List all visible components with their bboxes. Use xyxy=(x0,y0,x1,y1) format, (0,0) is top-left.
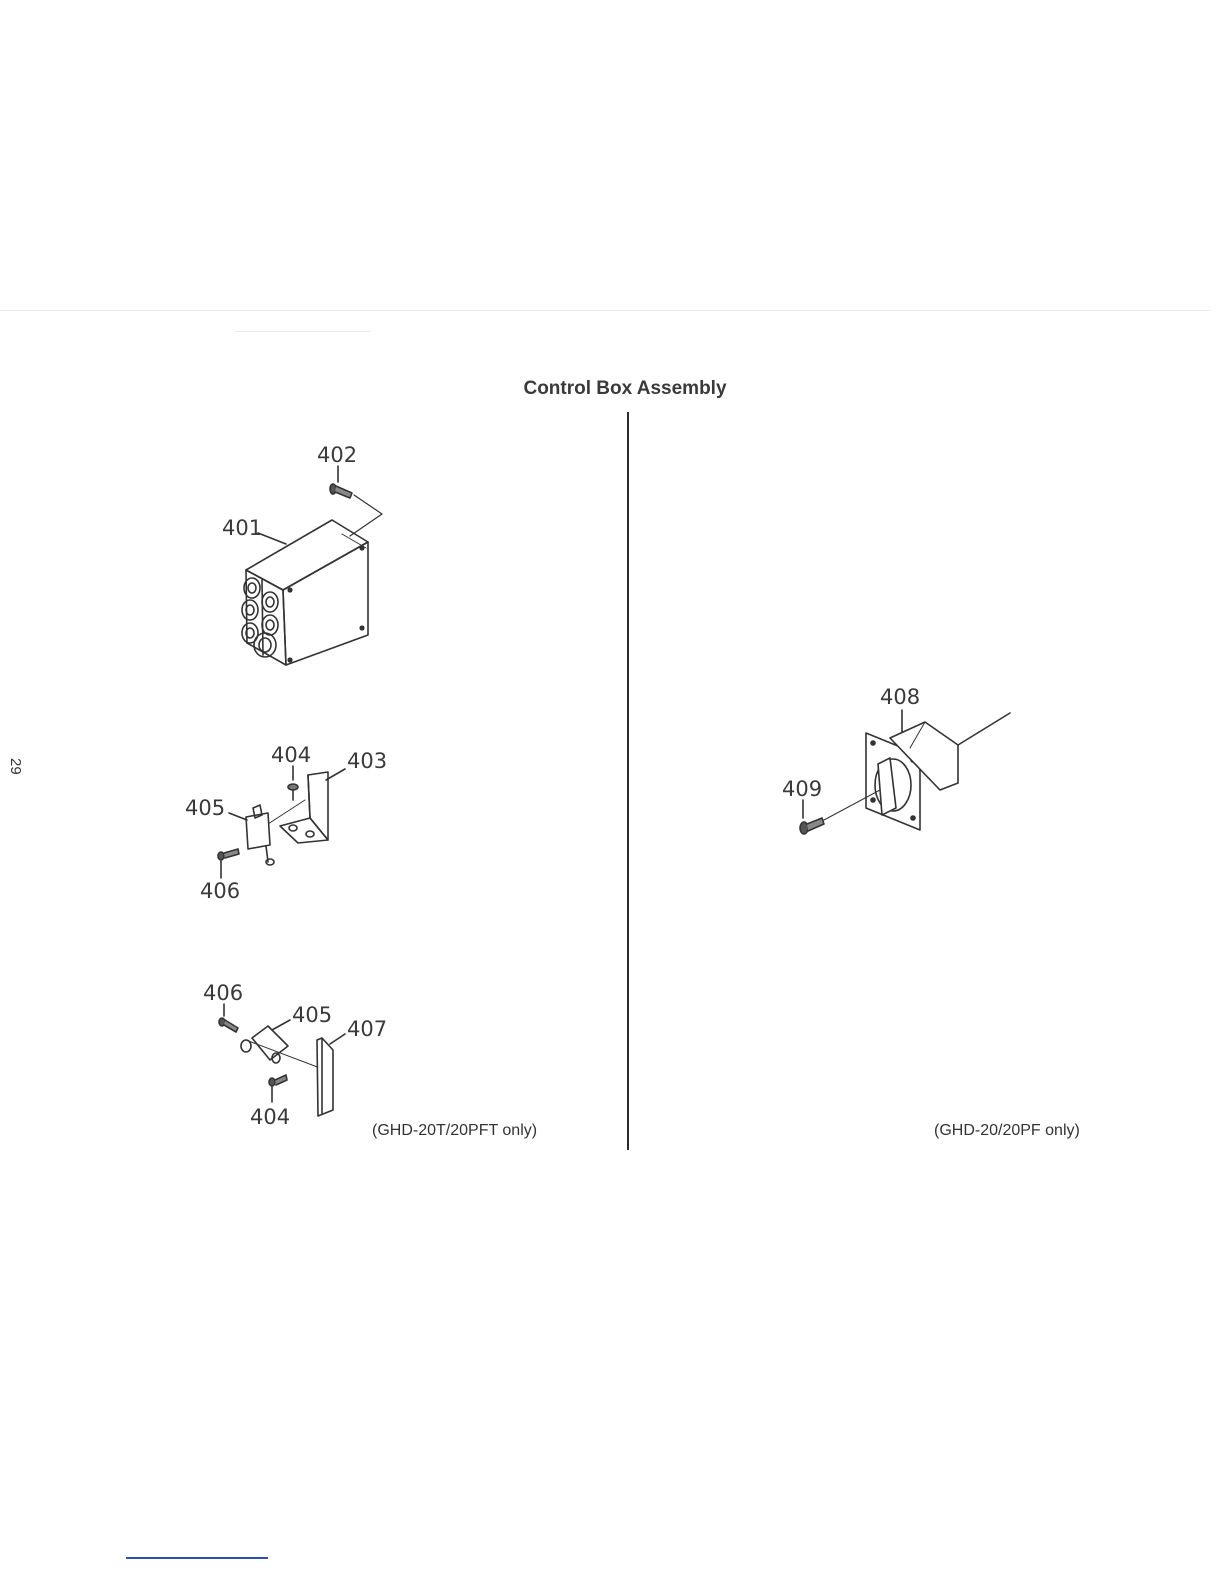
cable-gland xyxy=(262,615,278,635)
leader-line-403 xyxy=(326,769,345,780)
cable-gland xyxy=(242,600,258,620)
part-label-404-upper: 404 xyxy=(271,743,311,767)
part-label-406-lower: 406 xyxy=(203,981,243,1005)
model-note-left: (GHD-20T/20PFT only) xyxy=(372,1122,537,1140)
rotary-switch-408 xyxy=(866,713,1010,830)
part-label-405-lower: 405 xyxy=(292,1003,332,1027)
part-label-402: 402 xyxy=(317,443,357,467)
part-label-401: 401 xyxy=(222,516,262,540)
part-label-405-upper: 405 xyxy=(185,796,225,820)
part-label-403: 403 xyxy=(347,749,387,773)
part-label-404-lower: 404 xyxy=(250,1105,290,1129)
part-label-408: 408 xyxy=(880,685,920,709)
switch-405-upper xyxy=(246,805,274,865)
screw-406-lower xyxy=(219,1018,238,1032)
leader-line-401 xyxy=(258,533,286,544)
part-label-407: 407 xyxy=(347,1017,387,1041)
model-note-right: (GHD-20/20PF only) xyxy=(934,1122,1080,1140)
control-box-401 xyxy=(242,520,368,665)
bracket-403 xyxy=(268,772,328,843)
screw-404-upper xyxy=(288,784,298,800)
leader-line-407 xyxy=(330,1034,345,1044)
part-label-409: 409 xyxy=(782,777,822,801)
leader-line-405 xyxy=(272,1020,290,1030)
part-label-406-upper: 406 xyxy=(200,879,240,903)
bottom-link-underline xyxy=(126,1557,268,1559)
leader-line-405 xyxy=(229,813,247,820)
screw-404-lower xyxy=(269,1075,287,1086)
screw-406-upper xyxy=(218,849,239,860)
switch-405-lower xyxy=(241,1026,320,1068)
cable-gland xyxy=(262,592,278,612)
bracket-407 xyxy=(317,1038,333,1116)
